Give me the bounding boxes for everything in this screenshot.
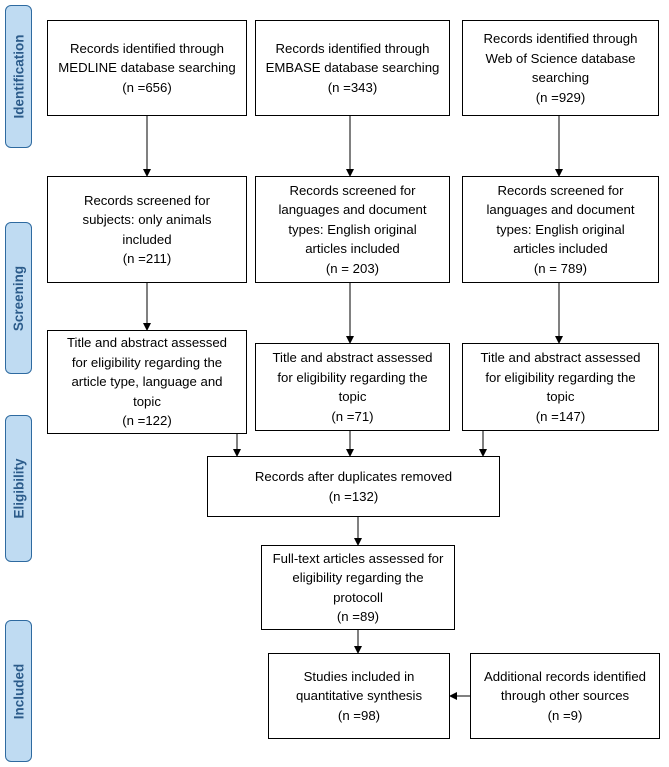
box-additional-records: Additional records identified through ot… <box>470 653 660 739</box>
stage-included: Included <box>5 620 32 762</box>
box-title-medline: Title and abstract assessed for eligibil… <box>47 330 247 434</box>
box-full-text-assessed: Full-text articles assessed for eligibil… <box>261 545 455 630</box>
box-id-wos: Records identified through Web of Scienc… <box>462 20 659 116</box>
stage-screening: Screening <box>5 222 32 374</box>
stage-identification: Identification <box>5 5 32 148</box>
box-title-wos: Title and abstract assessed for eligibil… <box>462 343 659 431</box>
box-id-embase: Records identified through EMBASE databa… <box>255 20 450 116</box>
box-studies-included: Studies included in quantitative synthes… <box>268 653 450 739</box>
box-duplicates-removed: Records after duplicates removed (n =132… <box>207 456 500 517</box>
box-screened-embase: Records screened for languages and docum… <box>255 176 450 283</box>
stage-eligibility: Eligibility <box>5 415 32 562</box>
box-id-medline: Records identified through MEDLINE datab… <box>47 20 247 116</box>
box-screened-wos: Records screened for languages and docum… <box>462 176 659 283</box>
box-screened-medline: Records screened for subjects: only anim… <box>47 176 247 283</box>
box-title-embase: Title and abstract assessed for eligibil… <box>255 343 450 431</box>
